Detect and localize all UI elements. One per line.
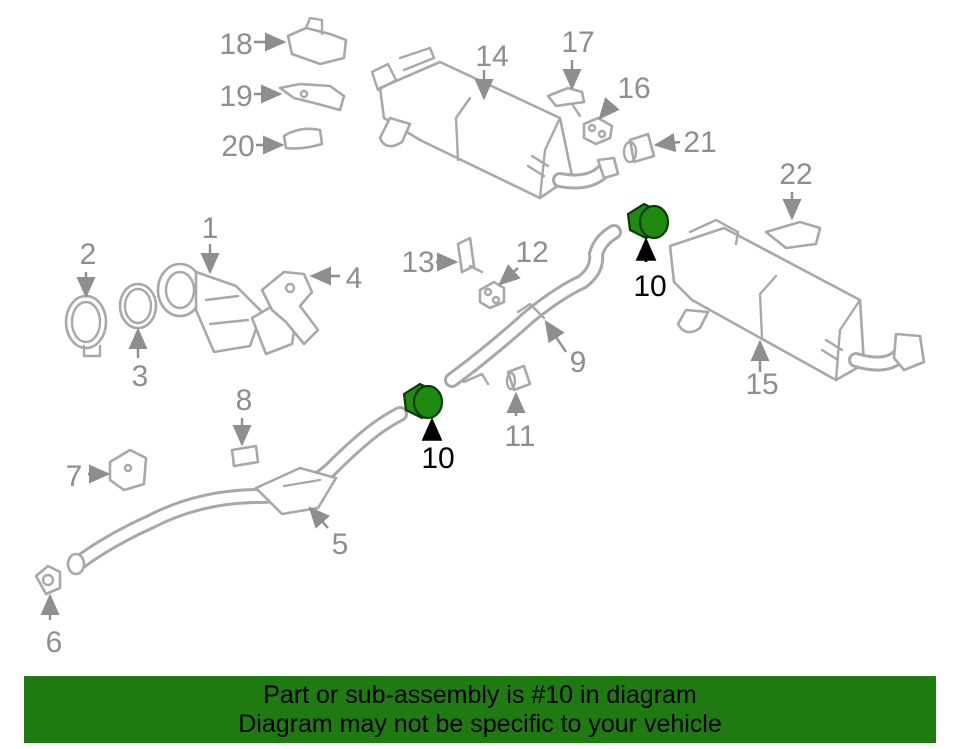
label-21: 21 (683, 126, 716, 159)
part-13-bracket[interactable] (456, 236, 484, 274)
label-16: 16 (617, 72, 650, 105)
label-10-rear: 10 (633, 270, 666, 303)
exhaust-system-diagram: 18 19 20 14 17 16 21 22 1 2 3 4 13 12 9 … (34, 16, 926, 659)
part-15-rear-muffler[interactable] (668, 218, 926, 382)
part-17-bracket[interactable] (546, 86, 586, 118)
part-21-tip[interactable] (622, 132, 656, 164)
banner-line-part: Part or sub-assembly is #10 in diagram (263, 680, 697, 709)
label-10-front: 10 (421, 442, 454, 475)
part-16-hanger[interactable] (582, 116, 614, 146)
info-banner: Part or sub-assembly is #10 in diagram D… (24, 676, 936, 743)
part-8-insulator[interactable] (230, 444, 260, 468)
part-6-gasket[interactable] (34, 564, 62, 596)
part-20-clamp[interactable] (282, 127, 324, 150)
part-10-clamp-front[interactable] (402, 382, 444, 420)
label-4: 4 (346, 262, 363, 295)
label-15: 15 (745, 368, 778, 401)
part-12-hanger[interactable] (478, 280, 506, 310)
label-5: 5 (332, 528, 349, 561)
part-labels: 18 19 20 14 17 16 21 22 1 2 3 4 13 12 9 … (46, 26, 813, 659)
label-8: 8 (236, 384, 253, 417)
label-9: 9 (570, 346, 587, 379)
leader-lines (40, 32, 802, 620)
label-2: 2 (80, 238, 97, 271)
part-3-gasket[interactable] (118, 282, 158, 330)
label-11: 11 (504, 420, 535, 453)
part-9-intermediate-pipe[interactable] (444, 224, 622, 388)
label-17: 17 (561, 26, 594, 59)
label-22: 22 (779, 158, 812, 191)
part-14-rear-muffler[interactable] (370, 46, 620, 200)
part-10-clamp-rear[interactable] (626, 202, 670, 240)
part-5-center-pipe[interactable] (66, 406, 408, 576)
label-6: 6 (46, 626, 63, 659)
part-11-insulator[interactable] (505, 364, 532, 392)
label-3: 3 (132, 360, 149, 393)
part-7-bracket[interactable] (108, 448, 148, 492)
part-4-bracket[interactable] (260, 270, 320, 346)
banner-line-disclaimer: Diagram may not be specific to your vehi… (238, 709, 722, 738)
part-22-trim[interactable] (764, 220, 822, 250)
part-18-actuator[interactable] (286, 16, 348, 66)
label-7: 7 (66, 460, 83, 493)
label-12: 12 (515, 236, 548, 269)
part-2-clamp[interactable] (64, 294, 108, 358)
part-19-bracket[interactable] (278, 82, 346, 112)
label-18: 18 (219, 28, 252, 61)
label-13: 13 (401, 246, 434, 279)
label-1: 1 (202, 212, 219, 245)
label-19: 19 (219, 80, 252, 113)
label-14: 14 (475, 40, 508, 73)
label-20: 20 (221, 130, 254, 163)
